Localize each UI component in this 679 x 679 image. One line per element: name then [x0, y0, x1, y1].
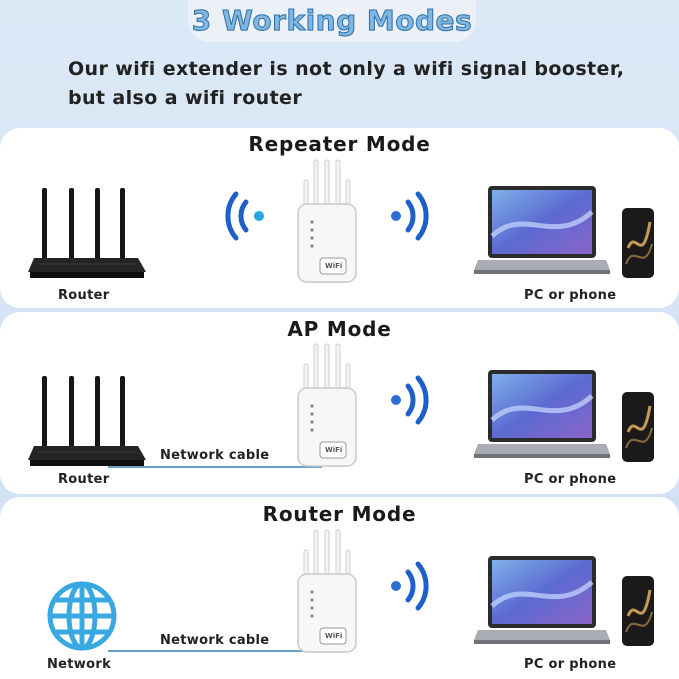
label-network: Network — [47, 657, 112, 672]
label-network-cable: Network cable — [160, 633, 270, 648]
wifi-wave-icon — [391, 561, 429, 611]
mode-title-ap: AP Mode — [287, 317, 392, 341]
intro-line-2: but also a wifi router — [68, 87, 303, 109]
laptop-icon — [474, 370, 610, 458]
label-router: Router — [58, 472, 110, 487]
wifi-wave-icon — [391, 191, 429, 241]
extender-badge: WiFi — [325, 632, 343, 640]
phone-icon — [622, 208, 654, 278]
label-pc-or-phone: PC or phone — [524, 472, 617, 487]
mode-title-router: Router Mode — [262, 502, 417, 526]
title-pill — [188, 0, 476, 42]
label-pc-or-phone: PC or phone — [524, 657, 617, 672]
laptop-icon — [474, 186, 610, 274]
intro-line-1: Our wifi extender is not only a wifi sig… — [68, 58, 625, 80]
globe-icon — [47, 581, 117, 651]
phone-icon — [622, 576, 654, 646]
network-cable-line — [108, 650, 322, 652]
network-cable-line — [108, 466, 322, 468]
label-pc-or-phone: PC or phone — [524, 288, 617, 303]
wifi-extender-icon — [297, 529, 357, 653]
router-icon — [28, 188, 146, 278]
page-title: 3 Working Modes — [191, 4, 473, 38]
wifi-extender-icon — [297, 159, 357, 283]
wifi-wave-icon — [225, 191, 264, 241]
wifi-extender-icon — [297, 343, 357, 467]
phone-icon — [622, 392, 654, 462]
label-network-cable: Network cable — [160, 448, 270, 463]
wifi-wave-icon — [391, 375, 429, 425]
router-icon — [28, 376, 146, 466]
extender-badge: WiFi — [325, 446, 343, 454]
mode-title-repeater: Repeater Mode — [248, 132, 431, 156]
laptop-icon — [474, 556, 610, 644]
label-router: Router — [58, 288, 110, 303]
extender-badge: WiFi — [325, 262, 343, 270]
